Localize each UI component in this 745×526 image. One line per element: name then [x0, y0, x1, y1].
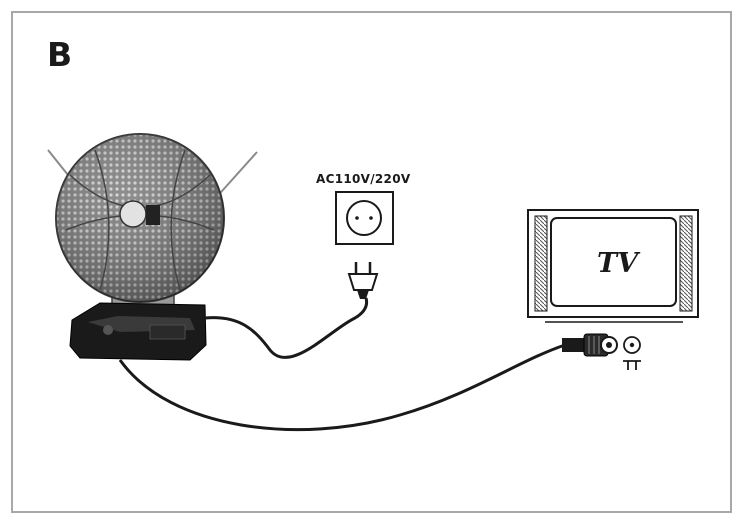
power-plug-icon: [347, 262, 379, 299]
wall-socket-icon: [335, 191, 394, 245]
tv-label: TV: [597, 248, 639, 279]
coaxial-cable: [118, 343, 566, 432]
power-cable: [204, 297, 369, 359]
television-icon: [527, 209, 699, 323]
indoor-dish-antenna-icon: [55, 133, 225, 309]
antenna-input-symbol-icon: [623, 336, 641, 370]
panel-label: B: [47, 35, 73, 74]
outlet-voltage-label: AC110V/220V: [316, 172, 411, 186]
coaxial-connector-icon: [562, 333, 618, 357]
antenna-base: [69, 302, 207, 361]
